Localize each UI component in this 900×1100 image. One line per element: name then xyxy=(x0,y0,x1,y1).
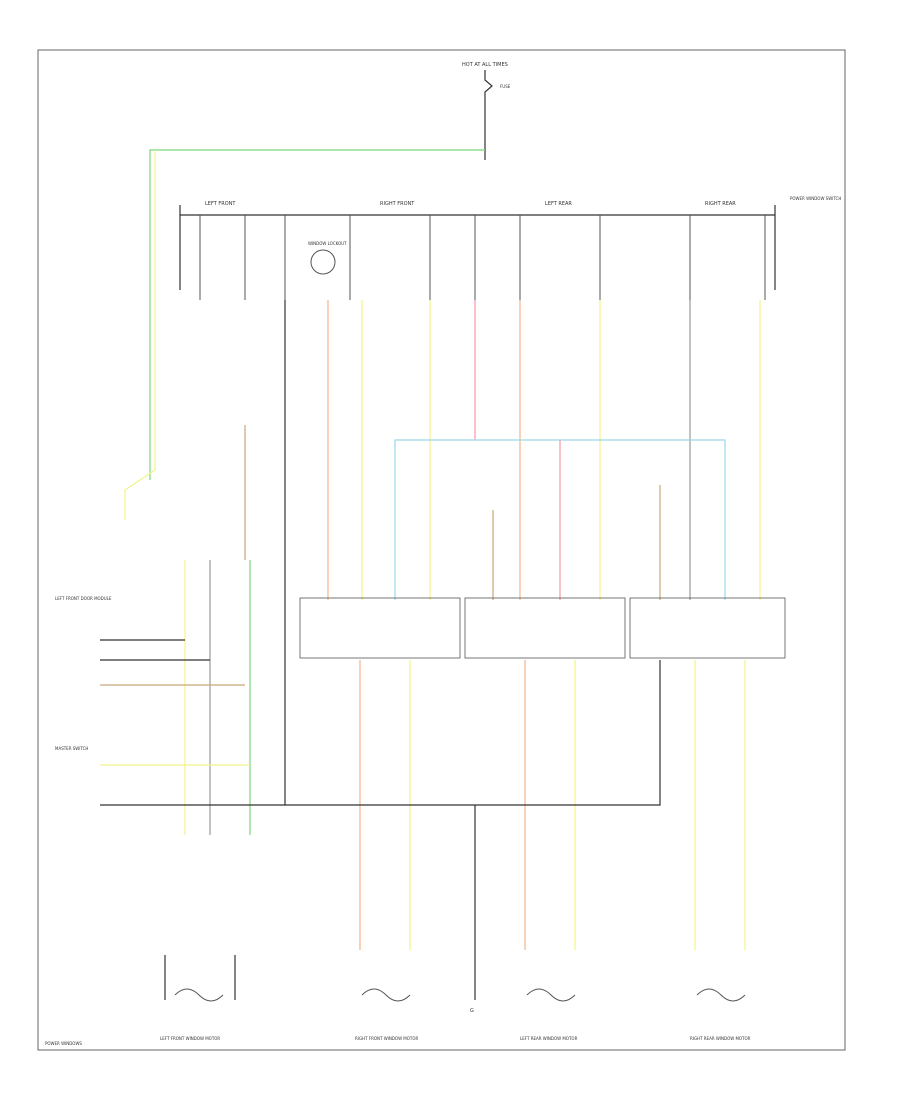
master-switch-label: MASTER SWITCH xyxy=(55,746,88,751)
footer-label: POWER WINDOWS xyxy=(45,1041,82,1046)
right-rear-window-motor: RIGHT REAR WINDOW MOTOR xyxy=(690,988,751,1041)
left-rear-window-motor: LEFT REAR WINDOW MOTOR xyxy=(520,988,578,1041)
switch-contacts xyxy=(199,215,766,300)
right-front-switch-block xyxy=(299,597,461,659)
green-feed-wire xyxy=(149,149,485,480)
left-front-motor-label: LEFT FRONT WINDOW MOTOR xyxy=(160,1036,220,1041)
right-rear-motor-label: RIGHT REAR WINDOW MOTOR xyxy=(690,1036,751,1041)
module-label: LEFT FRONT DOOR MODULE xyxy=(55,596,112,601)
left-rear-motor-label: LEFT REAR WINDOW MOTOR xyxy=(520,1036,578,1041)
diagram-frame xyxy=(37,49,846,1051)
label-right-rear: RIGHT REAR xyxy=(705,201,736,207)
power-source: HOT AT ALL TIMES FUSE xyxy=(462,62,511,160)
yellow-feed-wire xyxy=(124,150,156,520)
right-front-window-motor: RIGHT FRONT WINDOW MOTOR xyxy=(355,988,418,1041)
left-front-module: LEFT FRONT DOOR MODULE MASTER SWITCH xyxy=(55,425,285,835)
lockout-label: WINDOW LOCKOUT xyxy=(308,241,347,246)
right-front-motor-label: RIGHT FRONT WINDOW MOTOR xyxy=(355,1036,418,1041)
label-left-front: LEFT FRONT xyxy=(205,201,236,207)
ground-label: G xyxy=(470,1008,474,1014)
window-lockout-switch: WINDOW LOCKOUT xyxy=(308,241,347,275)
ground-bus xyxy=(284,300,661,806)
switch-bus: LEFT FRONT RIGHT FRONT LEFT REAR RIGHT R… xyxy=(179,196,841,290)
right-note: POWER WINDOW SWITCH xyxy=(790,196,841,201)
left-front-window-motor: LEFT FRONT WINDOW MOTOR xyxy=(160,955,236,1041)
label-left-rear: LEFT REAR xyxy=(545,201,572,207)
right-rear-switch-block xyxy=(629,597,786,659)
left-rear-switch-block xyxy=(464,597,626,659)
label-right-front: RIGHT FRONT xyxy=(380,201,415,207)
fuse-label: FUSE xyxy=(500,84,511,89)
source-label: HOT AT ALL TIMES xyxy=(462,62,508,68)
